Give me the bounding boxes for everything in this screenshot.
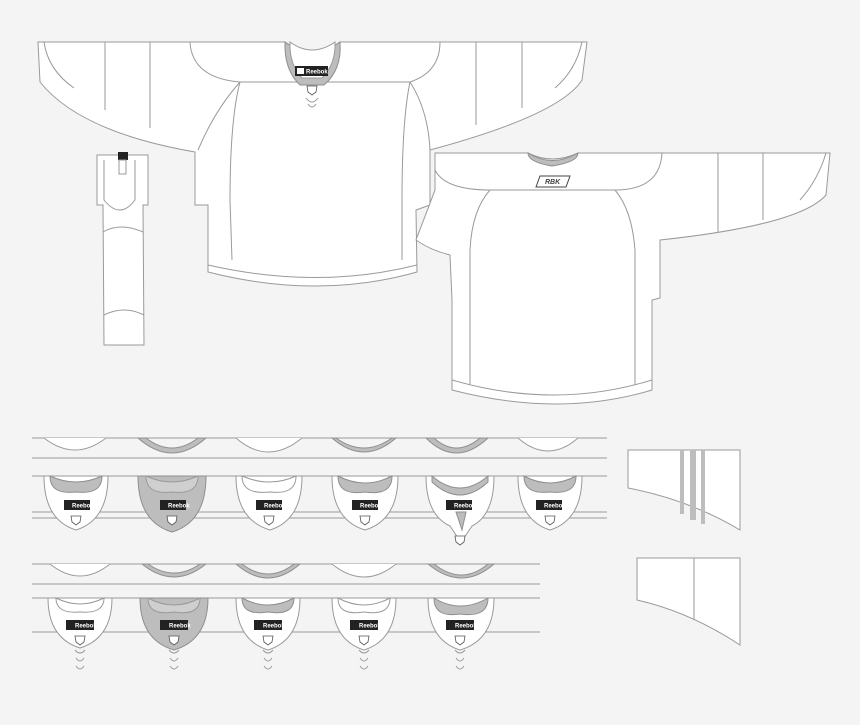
collar-row-2-back — [32, 563, 540, 585]
svg-text:Reebok: Reebok — [306, 70, 328, 76]
collar-row-1-back — [32, 437, 607, 459]
jersey-back: RBK — [415, 152, 831, 405]
sleeve-cuff-striped — [627, 449, 741, 531]
svg-text:Reebok: Reebok — [168, 504, 190, 510]
svg-text:Reebok: Reebok — [360, 504, 382, 510]
svg-text:Reebok: Reebok — [359, 624, 381, 630]
svg-text:Reebok: Reebok — [263, 624, 285, 630]
collar-row-2-front: Reebok Reebok Reebok Reebok Reebok — [32, 597, 540, 670]
sleeve-cuff-plain — [636, 557, 741, 646]
collar-row-1-front: Reebok Reebok Reebok Reebok Reebok Reebo… — [32, 474, 607, 546]
svg-text:Reebok: Reebok — [544, 504, 566, 510]
jock-tag — [295, 66, 328, 76]
svg-text:Reebok: Reebok — [264, 504, 286, 510]
jersey-front: Reebok — [37, 41, 588, 287]
nhl-shield-icon — [306, 85, 318, 96]
svg-text:Reebok: Reebok — [75, 624, 97, 630]
svg-text:Reebok: Reebok — [72, 504, 94, 510]
pant-leg — [96, 152, 149, 346]
svg-text:Reebok: Reebok — [455, 624, 477, 630]
svg-text:Reebok: Reebok — [169, 624, 191, 630]
reebok-vector-logo — [535, 175, 571, 188]
svg-text:RBK: RBK — [545, 179, 561, 186]
svg-text:Reebok: Reebok — [454, 504, 476, 510]
